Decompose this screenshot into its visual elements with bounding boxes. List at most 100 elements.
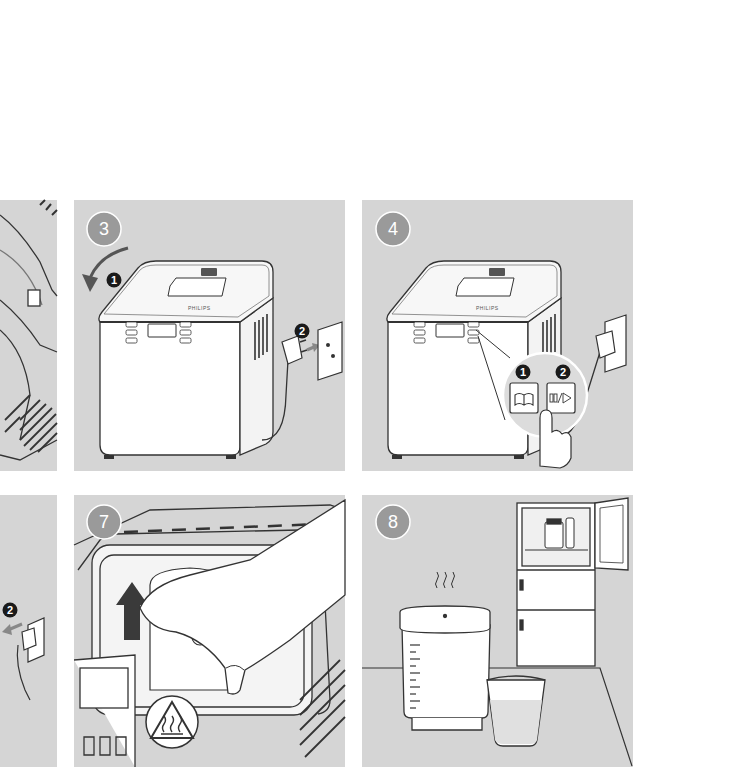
power-plug bbox=[262, 336, 320, 440]
storage-jar-part bbox=[400, 606, 490, 633]
hot-surface-warning-part bbox=[146, 696, 198, 748]
refrigerator-part bbox=[520, 580, 523, 590]
circle-shape bbox=[556, 365, 571, 380]
plugged-socket-part bbox=[596, 331, 615, 358]
storage-jar-part-part bbox=[410, 651, 416, 652]
button-magnifier-part bbox=[563, 393, 571, 403]
circle-shape bbox=[107, 273, 122, 288]
hand-part bbox=[140, 500, 345, 694]
storage-jar-part bbox=[444, 615, 447, 618]
callout-number-text: 1 bbox=[520, 367, 526, 378]
circle-shape bbox=[376, 212, 410, 246]
brand-label: PHILIPS bbox=[476, 306, 499, 311]
callout-number: 2 bbox=[294, 323, 310, 339]
hot-surface-warning-part bbox=[163, 716, 182, 732]
storage-jar-part-part bbox=[410, 665, 416, 666]
storage-jar-part-part bbox=[410, 700, 420, 701]
circle-shape bbox=[87, 212, 121, 246]
open-bread-maker-part bbox=[100, 524, 320, 533]
storage-jar bbox=[400, 572, 490, 730]
wall-socket-part bbox=[326, 343, 330, 347]
button-magnifier-part bbox=[550, 394, 553, 402]
plug-removed bbox=[2, 618, 44, 700]
glass-part bbox=[487, 680, 545, 746]
refrigerator bbox=[517, 498, 628, 666]
open-bread-maker-part-part bbox=[305, 717, 345, 757]
storage-jar-part bbox=[410, 645, 420, 708]
hot-surface-warning-part bbox=[161, 733, 183, 735]
open-machine-part bbox=[0, 250, 42, 305]
bread-maker bbox=[99, 261, 273, 459]
storage-jar-part-part bbox=[410, 707, 416, 708]
storage-jar-part-part bbox=[410, 679, 416, 680]
open-machine-part bbox=[0, 300, 57, 352]
power-plug-part bbox=[307, 347, 314, 350]
step-number: 4 bbox=[375, 211, 411, 247]
circle-shape bbox=[376, 505, 410, 539]
button-magnifier-part bbox=[558, 393, 562, 403]
button-magnifier-part bbox=[515, 394, 533, 406]
refrigerator-part bbox=[525, 550, 588, 551]
close-lid-arrow-part bbox=[90, 248, 128, 278]
refrigerator-part bbox=[522, 508, 590, 566]
refrigerator-part bbox=[517, 503, 595, 666]
circle-shape bbox=[87, 505, 121, 539]
storage-jar-part-part bbox=[410, 658, 420, 659]
circle-shape bbox=[516, 365, 531, 380]
hand-part bbox=[226, 665, 244, 670]
refrigerator-part bbox=[595, 498, 628, 570]
button-magnifier-part bbox=[476, 330, 510, 358]
hot-surface-warning-part bbox=[151, 702, 193, 738]
power-plug-part bbox=[282, 336, 302, 364]
callout-number: 1 bbox=[106, 272, 122, 288]
circle-shape bbox=[295, 324, 310, 339]
open-bread-maker-part bbox=[84, 737, 126, 755]
open-machine-part bbox=[0, 440, 57, 460]
glass-part bbox=[487, 676, 545, 680]
panel-part bbox=[74, 495, 345, 767]
step-number-text: 8 bbox=[388, 513, 398, 531]
refrigerator-part bbox=[566, 518, 574, 548]
open-machine-part bbox=[28, 290, 40, 306]
plug-removed-part bbox=[22, 628, 36, 650]
button-magnifier-part bbox=[540, 410, 571, 468]
open-machine bbox=[0, 200, 57, 460]
wall-socket-part bbox=[318, 322, 342, 380]
open-machine-part-part bbox=[5, 395, 30, 420]
panel-part bbox=[362, 200, 633, 471]
step-number-text: 7 bbox=[99, 513, 109, 531]
button-magnifier-part bbox=[478, 336, 505, 420]
storage-jar-part-part bbox=[410, 644, 420, 645]
circle-shape bbox=[3, 603, 18, 618]
wall-socket-part bbox=[331, 354, 335, 358]
step-number: 8 bbox=[375, 504, 411, 540]
panel-part bbox=[0, 200, 57, 471]
storage-jar-part-part bbox=[410, 672, 420, 673]
close-lid-arrow bbox=[82, 248, 128, 292]
panel-part bbox=[362, 495, 633, 767]
refrigerator-part bbox=[545, 522, 563, 548]
wall-socket bbox=[318, 322, 342, 380]
close-lid-arrow-part bbox=[82, 274, 98, 292]
callout-number: 2 bbox=[2, 602, 18, 618]
table bbox=[362, 668, 632, 766]
refrigerator-part bbox=[517, 609, 595, 610]
button-magnifier-part bbox=[554, 394, 557, 402]
open-bread-maker-part bbox=[80, 668, 128, 708]
panel-part bbox=[74, 200, 345, 471]
open-machine-part bbox=[5, 395, 57, 452]
callout-number-text: 2 bbox=[299, 326, 305, 337]
refrigerator-part bbox=[547, 519, 561, 524]
open-bread-maker-part-part bbox=[100, 524, 320, 533]
glass bbox=[487, 676, 545, 746]
table-part bbox=[362, 668, 632, 766]
open-bread-maker-part bbox=[74, 655, 135, 767]
button-magnifier-part bbox=[547, 383, 575, 413]
hand bbox=[140, 500, 345, 694]
storage-jar-part bbox=[436, 572, 455, 588]
callout-number: 2 bbox=[555, 364, 571, 380]
step-number-text: 4 bbox=[388, 220, 398, 238]
callout-number-text: 1 bbox=[111, 275, 117, 286]
